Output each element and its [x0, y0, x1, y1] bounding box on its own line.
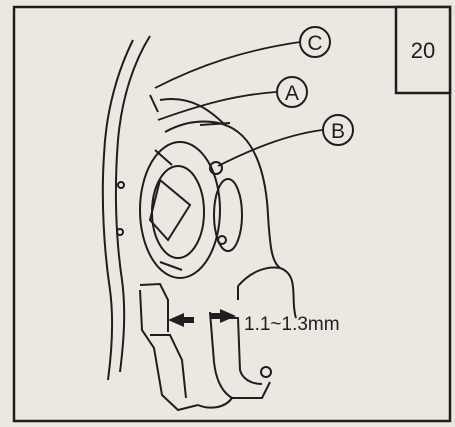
page-number-box: 20 — [394, 5, 452, 95]
callout-a-letter: A — [285, 82, 299, 105]
lower-feed-section — [139, 282, 272, 412]
arrow-right-icon — [168, 313, 194, 327]
gap-arrows — [168, 309, 236, 327]
figure-frame — [12, 5, 452, 423]
callout-b: B — [217, 114, 354, 167]
screw-b — [209, 161, 223, 175]
gap-dimension-label: 1.1~1.3mm — [244, 314, 340, 335]
hook-assembly — [139, 94, 226, 279]
arrow-left-icon — [210, 309, 236, 323]
callout-a: A — [157, 76, 308, 121]
page-number: 20 — [411, 38, 435, 63]
callout-c-letter: C — [307, 32, 322, 55]
housing-body — [164, 120, 297, 319]
callout-b-letter: B — [331, 120, 345, 143]
callout-c: C — [154, 26, 331, 89]
machine-casing — [101, 35, 151, 381]
